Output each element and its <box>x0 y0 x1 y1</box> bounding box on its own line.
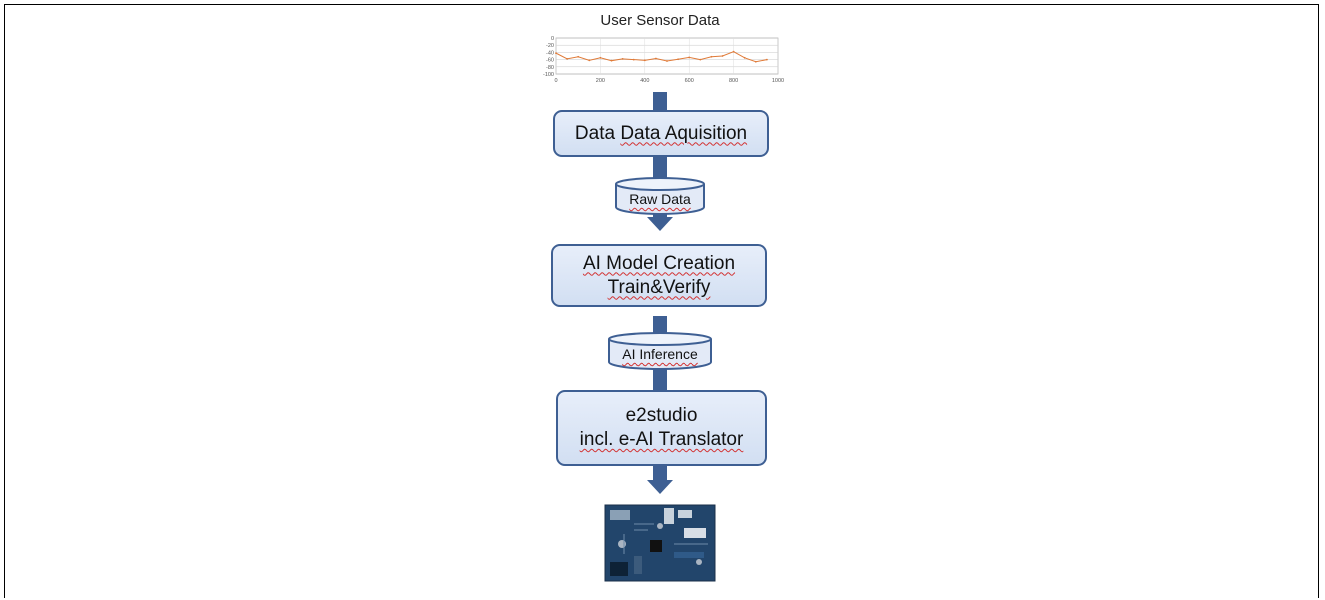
chart-title: User Sensor Data <box>600 12 720 29</box>
chart-y-tick-label: -40 <box>546 50 554 56</box>
chart-x-tick-label: 400 <box>640 78 649 84</box>
chart-y-tick-label: -80 <box>546 65 554 71</box>
chart-data-point <box>577 55 580 58</box>
chart-data-point <box>699 58 702 61</box>
e2studio-line-1: e2studio <box>625 405 698 426</box>
chart-y-tick-label: -60 <box>546 58 554 64</box>
chart-data-point <box>677 58 679 61</box>
chart-x-tick-label: 0 <box>554 78 557 84</box>
chart-x-tick-label: 200 <box>596 78 605 84</box>
circuit-board-icon <box>604 504 716 582</box>
chart-series-line <box>555 51 767 63</box>
data-acquisition-label: Data Data Aquisition <box>574 122 748 144</box>
chart-data-point <box>754 60 757 63</box>
ai-model-creation-box: AI Model Creation Train&Verify <box>551 244 767 307</box>
model-line-2: Train&Verify <box>607 276 711 298</box>
chart-data-point <box>555 52 557 55</box>
chart-data-point <box>621 57 624 60</box>
chart-data-point <box>710 55 713 58</box>
chart-data-point <box>655 57 657 60</box>
data-acquisition-box: Data Data Aquisition <box>553 110 769 157</box>
raw-data-cylinder: Raw Data <box>614 176 706 216</box>
chart-x-tick-label: 800 <box>729 78 738 84</box>
raw-data-label: Raw Data <box>629 191 691 207</box>
flow-arrow-1 <box>653 92 667 114</box>
chart-data-point <box>610 59 613 62</box>
chart-data-point <box>666 60 668 62</box>
chart-data-point <box>599 56 602 59</box>
e2studio-box: e2studio incl. e-AI Translator <box>556 390 767 466</box>
flow-arrowhead-4 <box>647 480 673 494</box>
chart-x-tick-label: 1000 <box>772 78 784 84</box>
chart-data-point <box>566 57 568 60</box>
chart-data-point <box>643 59 646 62</box>
chart-data-point <box>766 58 768 61</box>
e2studio-line-2: incl. e-AI Translator <box>579 429 744 450</box>
cylinder-shape <box>615 177 705 215</box>
data-acquisition-text: Data Aquisition <box>620 122 748 144</box>
ai-inference-cylinder: AI Inference <box>607 331 713 371</box>
chart-plot-area <box>555 37 779 75</box>
chart-x-tick-label: 600 <box>685 78 694 84</box>
model-line-1: AI Model Creation <box>582 252 736 274</box>
chart-data-point <box>688 56 691 59</box>
chart-y-tick-label: -20 <box>546 43 554 49</box>
chart-data-point <box>588 59 591 62</box>
diagram-frame <box>4 4 1319 598</box>
chart-data-point <box>732 50 735 53</box>
flow-arrowhead-2 <box>647 217 673 231</box>
flow-arrow-4 <box>653 465 667 481</box>
ai-inference-label: AI Inference <box>622 346 698 362</box>
cylinder-shape <box>608 332 712 370</box>
chart-data-point <box>743 56 746 59</box>
chart-y-tick-label: -100 <box>543 72 554 78</box>
chart-data-point <box>632 58 635 61</box>
chart-y-tick-label: 0 <box>551 36 554 42</box>
chart-data-point <box>721 55 724 57</box>
